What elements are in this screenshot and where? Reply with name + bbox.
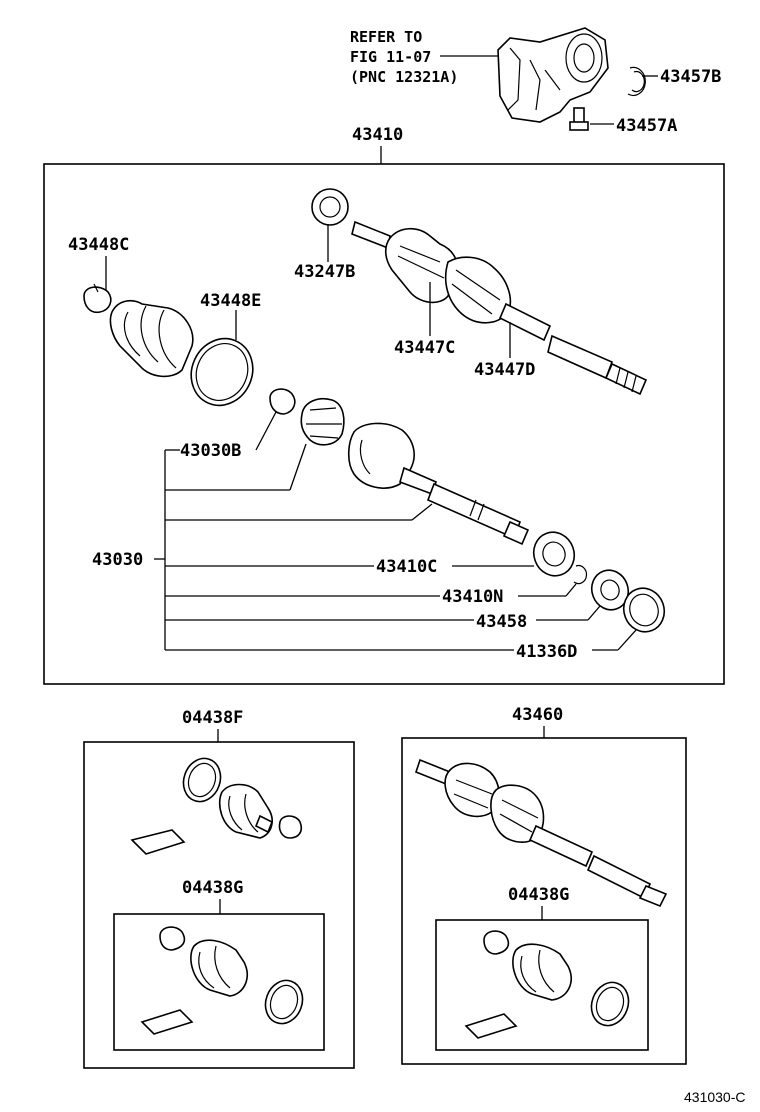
snap-ring-43410N	[573, 564, 588, 585]
boot-outboard	[109, 299, 194, 378]
callout-43458: 43458	[476, 612, 527, 632]
bolt-43457A	[569, 107, 589, 131]
assembly-box-43460	[401, 737, 687, 1065]
callout-41336D: 41336D	[516, 642, 577, 662]
outboard-shaft	[347, 422, 530, 546]
seal-43458	[590, 569, 630, 611]
callout-43410C: 43410C	[376, 557, 437, 577]
clamp-43030B	[269, 388, 296, 415]
callout-43448C: 43448C	[68, 235, 129, 255]
kit-04438G-left-parts	[140, 926, 304, 1035]
callout-43030B: 43030B	[180, 441, 241, 461]
cv-joint-cage	[300, 398, 345, 446]
leader-43410N-tail	[565, 583, 577, 597]
callout-04438G-right: 04438G	[508, 885, 569, 905]
reference-line-3: (PNC 12321A)	[350, 68, 458, 86]
kit-box-04438G-right	[435, 919, 649, 1051]
inboard-shaft-upper	[351, 220, 648, 396]
kit-04438G-right-parts	[464, 930, 630, 1039]
seal-41336D	[622, 587, 666, 633]
leader-41336D-tail	[617, 629, 637, 651]
callout-43410N: 43410N	[442, 587, 503, 607]
snap-ring-43457B	[627, 66, 646, 97]
callout-43457B: 43457B	[660, 67, 721, 87]
leader-43030B	[255, 411, 277, 451]
ring-43247B	[311, 188, 349, 226]
callout-04438F: 04438F	[182, 708, 243, 728]
callout-04438G-left: 04438G	[182, 878, 243, 898]
leader-43458-tail	[587, 605, 601, 621]
callout-43410: 43410	[352, 125, 403, 145]
callout-43030: 43030	[92, 550, 143, 570]
callout-43448E: 43448E	[200, 291, 261, 311]
clamp-43448E	[190, 337, 254, 407]
kit-04438F-parts	[130, 757, 303, 855]
bracket-tree-43030	[154, 443, 514, 651]
assembly-box-43410	[43, 163, 725, 685]
shaft-43460	[415, 758, 668, 908]
kit-box-04438F	[83, 741, 355, 1069]
bearing-43410C	[532, 531, 576, 577]
reference-note: REFER TO FIG 11-07 (PNC 12321A)	[350, 28, 505, 86]
clamp-43448C	[83, 283, 112, 314]
callout-43247B: 43247B	[294, 262, 355, 282]
bracket-housing-illustration	[497, 27, 609, 123]
reference-line-1: REFER TO	[350, 28, 422, 46]
callout-43447C: 43447C	[394, 338, 455, 358]
callout-43460: 43460	[512, 705, 563, 725]
figure-code: 431030-C	[684, 1089, 746, 1105]
reference-line-2: FIG 11-07	[350, 48, 431, 66]
callout-43447D: 43447D	[474, 360, 535, 380]
kit-box-04438G-left	[113, 913, 325, 1051]
callout-43457A: 43457A	[616, 116, 677, 136]
